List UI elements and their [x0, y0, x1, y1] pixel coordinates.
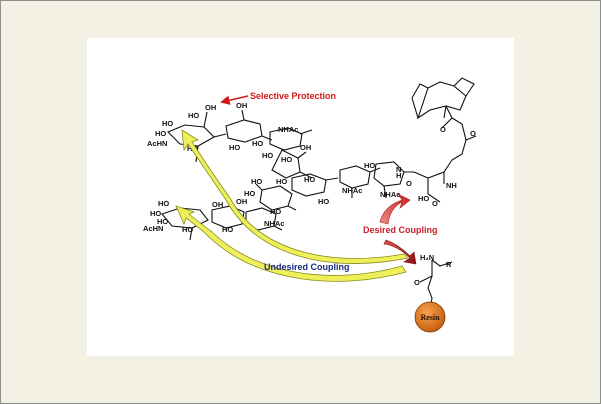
svg-text:HO: HO — [188, 111, 199, 120]
svg-text:O: O — [414, 278, 420, 287]
svg-text:HO: HO — [222, 225, 233, 234]
svg-text:HO: HO — [262, 151, 273, 160]
svg-text:HO: HO — [157, 217, 168, 226]
svg-text:NHAc: NHAc — [342, 186, 362, 195]
svg-text:HO: HO — [155, 129, 166, 138]
resin-label: Resin — [420, 313, 440, 322]
svg-text:HO: HO — [182, 225, 193, 234]
svg-text:AcHN: AcHN — [147, 139, 167, 148]
svg-text:O: O — [432, 199, 438, 208]
svg-text:NH: NH — [446, 181, 457, 190]
svg-text:HO: HO — [252, 139, 263, 148]
undesired-coupling-arrow-upper — [181, 129, 409, 264]
svg-text:HO: HO — [364, 161, 375, 170]
svg-text:HO: HO — [276, 177, 287, 186]
desired-coupling-label: Desired Coupling — [363, 225, 438, 235]
svg-text:HO: HO — [150, 209, 161, 218]
svg-text:HO: HO — [229, 143, 240, 152]
selective-protection-arrow — [220, 95, 249, 105]
atom-labels: OH HO HO HO AcHN HO OH HO HO NHAc HO HO … — [143, 101, 476, 287]
svg-text:O: O — [470, 129, 476, 138]
svg-text:O: O — [406, 179, 412, 188]
svg-text:HO: HO — [251, 177, 262, 186]
svg-text:HO: HO — [281, 155, 292, 164]
desired-coupling-arrow — [379, 193, 411, 225]
svg-text:NHAc: NHAc — [380, 190, 400, 199]
svg-text:HO: HO — [304, 175, 315, 184]
svg-text:OH: OH — [236, 197, 247, 206]
svg-text:OH: OH — [212, 200, 223, 209]
svg-text:N: N — [396, 165, 401, 174]
selective-protection-label: Selective Protection — [250, 91, 336, 101]
svg-text:OH: OH — [236, 101, 247, 110]
figure-panel — [87, 38, 514, 356]
svg-text:H: H — [396, 171, 401, 180]
svg-text:OH: OH — [205, 103, 216, 112]
svg-text:HO: HO — [158, 199, 169, 208]
svg-text:HO: HO — [318, 197, 329, 206]
svg-text:O: O — [440, 125, 446, 134]
svg-text:HO: HO — [270, 207, 281, 216]
svg-text:AcHN: AcHN — [143, 224, 163, 233]
resin-bead — [414, 301, 446, 333]
svg-text:HO: HO — [162, 119, 173, 128]
svg-text:NHAc: NHAc — [264, 219, 284, 228]
svg-text:OH: OH — [300, 143, 311, 152]
svg-text:R: R — [446, 260, 452, 269]
coupling-to-resin-arrow — [383, 239, 417, 265]
svg-text:NHAc: NHAc — [278, 125, 298, 134]
undesired-coupling-arrow-lower — [175, 205, 407, 282]
svg-text:HO: HO — [418, 194, 429, 203]
svg-text:H₂N: H₂N — [420, 253, 434, 262]
undesired-coupling-label: Undesired Coupling — [264, 262, 350, 272]
svg-text:HO: HO — [244, 189, 255, 198]
